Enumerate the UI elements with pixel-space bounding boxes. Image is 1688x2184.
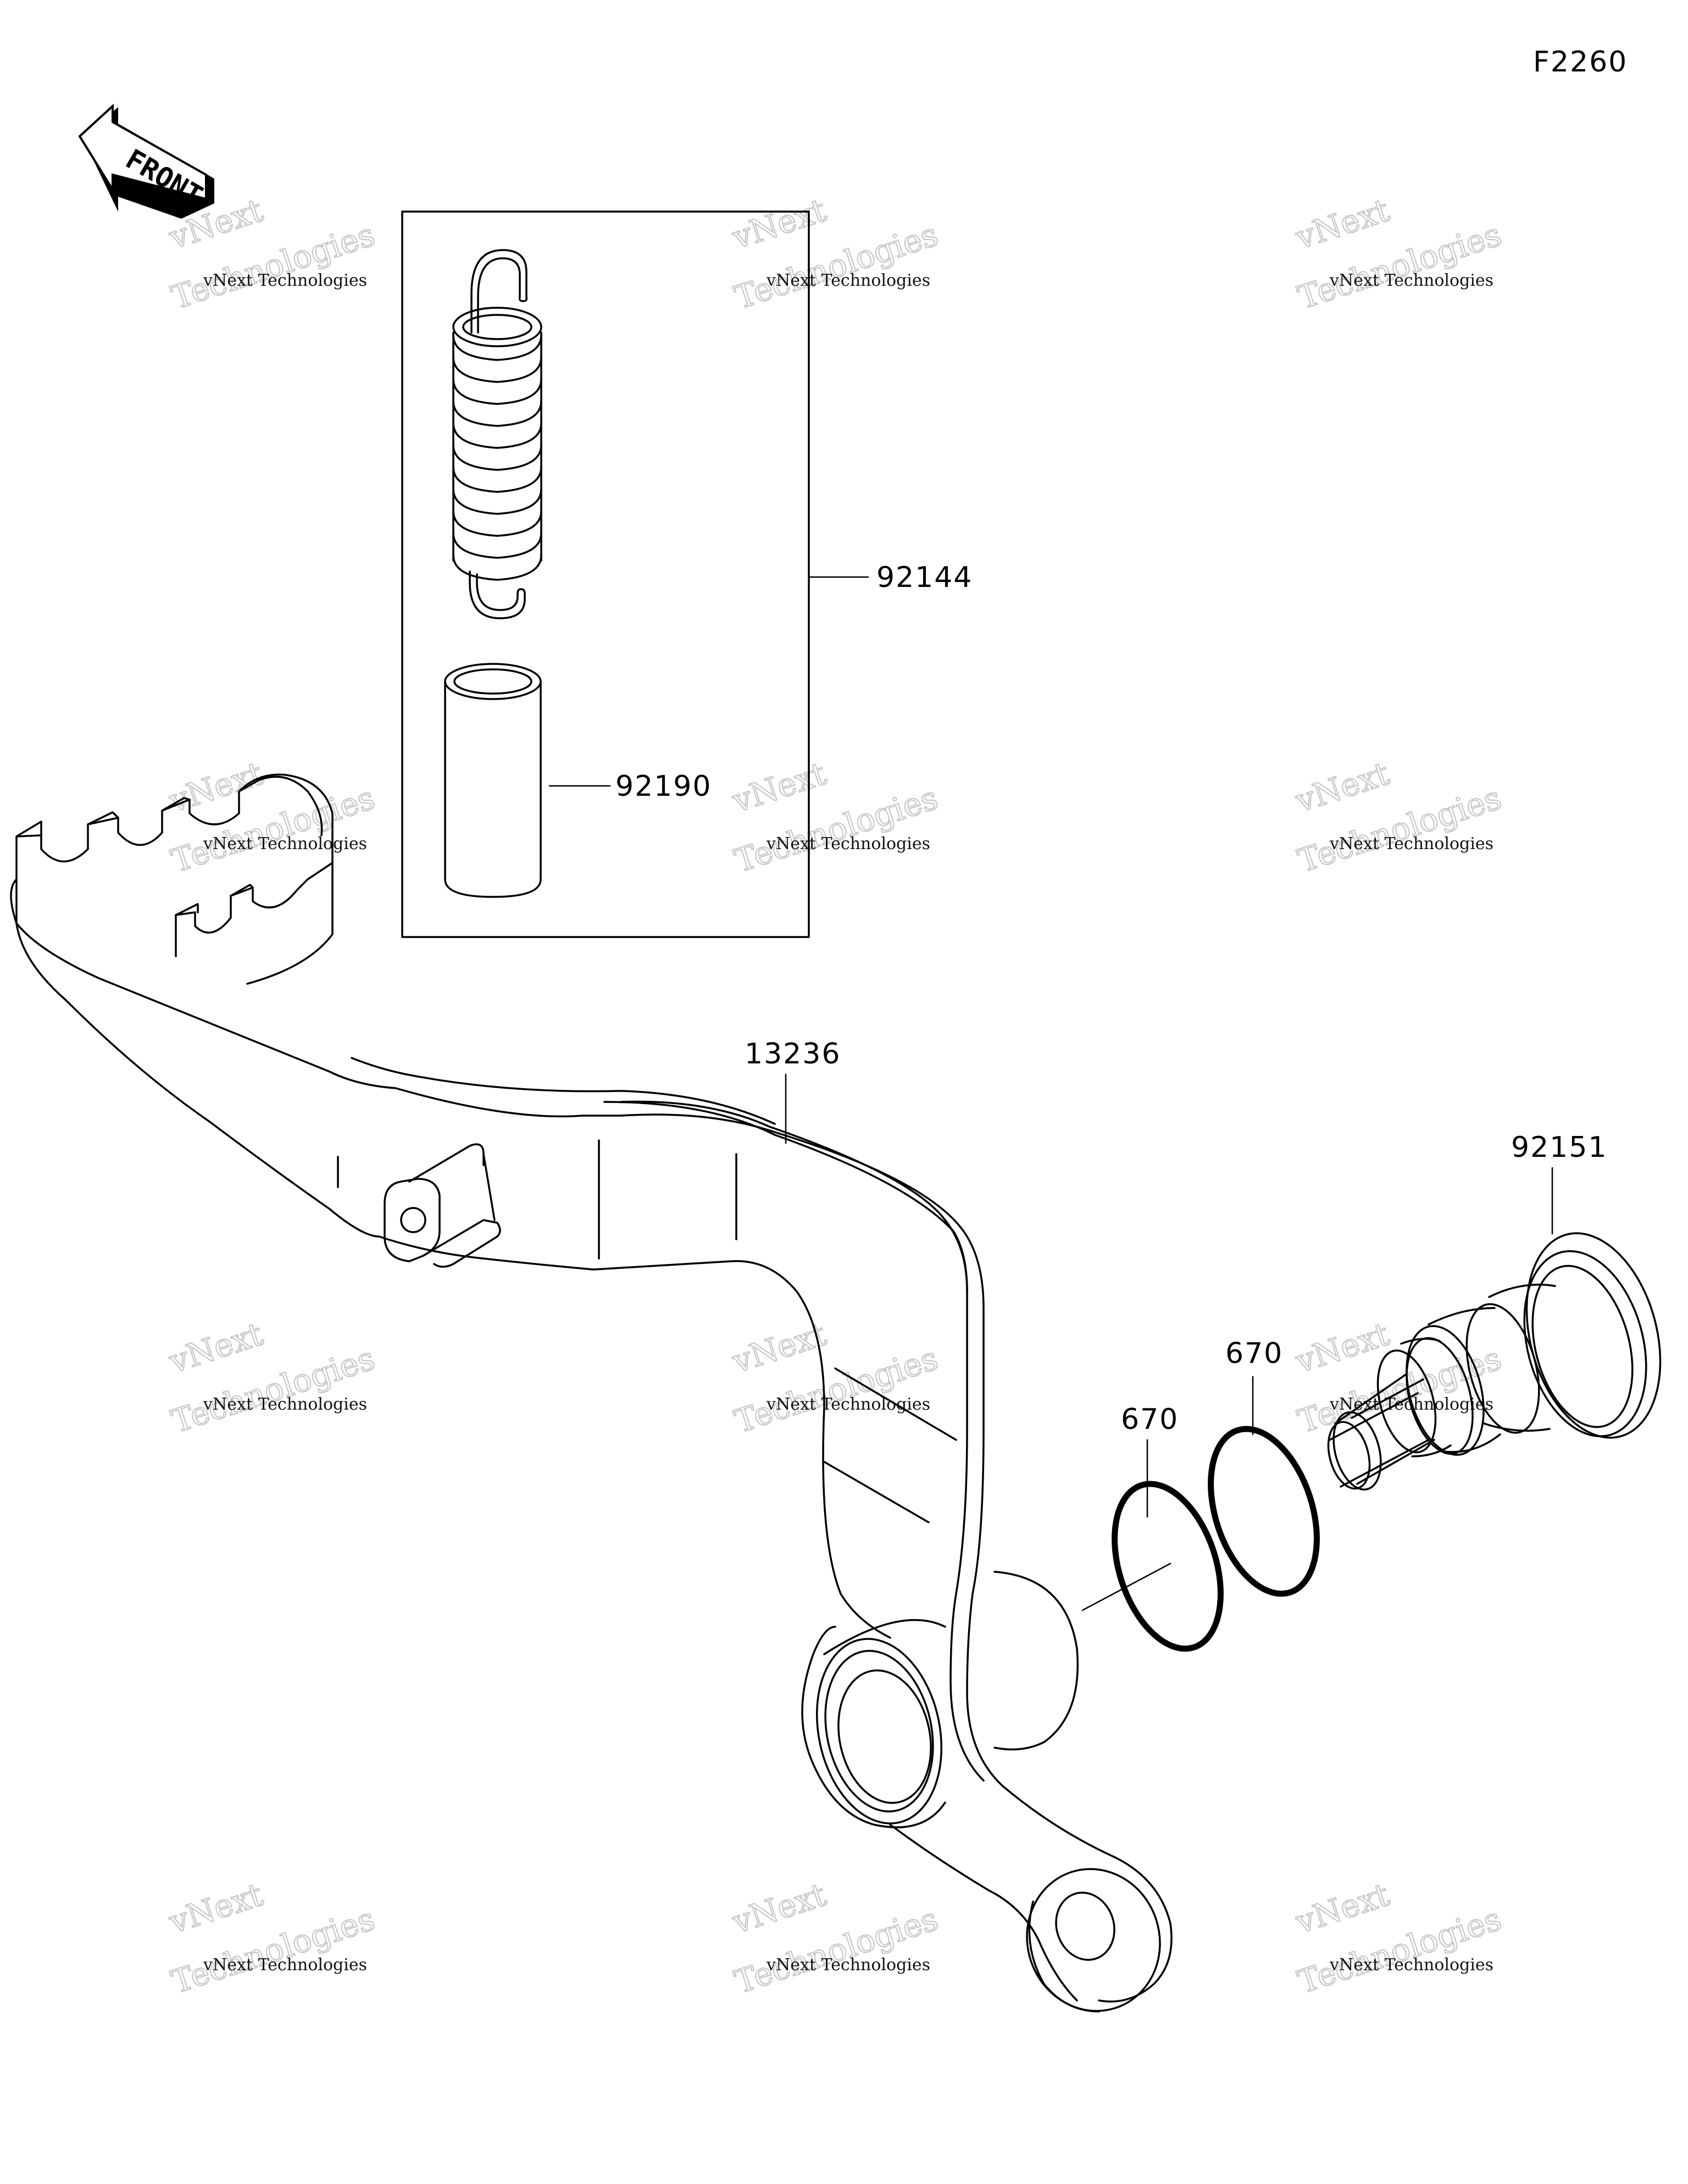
front-arrow-icon: FRONT bbox=[78, 103, 214, 219]
part-label-13236: 13236 bbox=[745, 1038, 841, 1071]
svg-text:vNext Technologies: vNext Technologies bbox=[203, 1395, 367, 1414]
brake-pedal-part bbox=[10, 773, 1173, 2013]
svg-text:vNext Technologies: vNext Technologies bbox=[766, 834, 930, 853]
watermark: vNext Technologies vNext Technologies bbox=[1290, 1875, 1506, 2002]
watermark: vNext Technologies vNext Technologies bbox=[727, 1875, 943, 2002]
svg-text:vNext: vNext bbox=[1291, 755, 1393, 820]
svg-text:vNext: vNext bbox=[728, 1315, 830, 1381]
collar-part bbox=[444, 663, 542, 898]
watermark: vNext Technologies vNext Technologies bbox=[164, 1315, 380, 1441]
watermark: vNext Technologies vNext Technologies bbox=[1290, 191, 1506, 317]
svg-text:vNext: vNext bbox=[728, 755, 830, 820]
watermark: vNext Technologies vNext Technologies bbox=[164, 754, 380, 880]
part-label-670-outer: 670 bbox=[1121, 1403, 1179, 1436]
part-label-670-inner: 670 bbox=[1225, 1337, 1283, 1370]
svg-text:vNext Technologies: vNext Technologies bbox=[766, 271, 930, 290]
svg-text:vNext Technologies: vNext Technologies bbox=[1329, 1955, 1493, 1975]
watermark: vNext Technologies vNext Technologies bbox=[164, 1875, 380, 2002]
svg-text:vNext: vNext bbox=[164, 755, 267, 820]
spring-part bbox=[452, 249, 542, 619]
watermark: vNext Technologies vNext Technologies bbox=[1290, 754, 1506, 880]
o-ring-inner-part bbox=[1208, 1426, 1320, 1597]
svg-text:vNext: vNext bbox=[1291, 1876, 1393, 1941]
part-label-92151: 92151 bbox=[1511, 1131, 1607, 1164]
svg-text:vNext: vNext bbox=[164, 1315, 267, 1381]
svg-text:vNext Technologies: vNext Technologies bbox=[203, 834, 367, 853]
o-ring-outer-part bbox=[1112, 1481, 1224, 1652]
kit-box bbox=[401, 210, 810, 938]
diagram-code: F2260 bbox=[1533, 46, 1628, 79]
svg-text:vNext Technologies: vNext Technologies bbox=[766, 1395, 930, 1414]
watermark: vNext Technologies vNext Technologies bbox=[727, 1315, 943, 1441]
pivot-bolt-part bbox=[1327, 1232, 1662, 1491]
svg-text:vNext Technologies: vNext Technologies bbox=[1329, 271, 1493, 290]
svg-text:vNext: vNext bbox=[164, 1876, 267, 1941]
svg-text:vNext: vNext bbox=[728, 1876, 830, 1941]
watermark: vNext Technologies vNext Technologies bbox=[164, 191, 380, 317]
svg-text:vNext Technologies: vNext Technologies bbox=[766, 1955, 930, 1975]
svg-text:vNext: vNext bbox=[728, 191, 830, 257]
watermark: vNext Technologies vNext Technologies bbox=[727, 191, 943, 317]
pivot-axis-line bbox=[1081, 1562, 1171, 1611]
svg-text:vNext Technologies: vNext Technologies bbox=[203, 1955, 367, 1975]
svg-text:vNext: vNext bbox=[1291, 191, 1393, 257]
svg-text:vNext Technologies: vNext Technologies bbox=[1329, 834, 1493, 853]
part-label-92144: 92144 bbox=[876, 561, 973, 594]
watermark: vNext Technologies vNext Technologies bbox=[727, 754, 943, 880]
watermark-group: vNext Technologies vNext Technologies vN… bbox=[164, 191, 1506, 2002]
part-label-92190: 92190 bbox=[615, 770, 712, 803]
svg-text:vNext Technologies: vNext Technologies bbox=[203, 271, 367, 290]
